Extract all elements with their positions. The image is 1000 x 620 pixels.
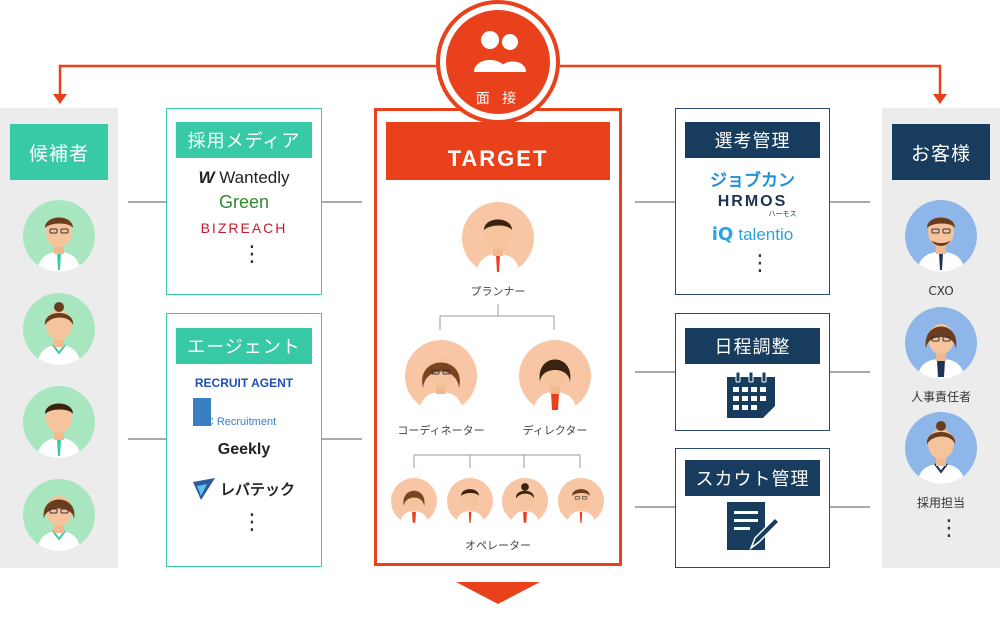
planner-label: プランナー	[470, 285, 526, 298]
interview-label: 面 接	[475, 91, 521, 107]
jobcan-logo: ジョブカン	[710, 171, 795, 191]
target-header: TARGET	[386, 122, 610, 180]
bottom-arrowhead	[456, 582, 540, 604]
green-logo: Green	[218, 192, 270, 212]
jac-puzzle-icon	[193, 398, 211, 426]
top-right-arrow	[560, 64, 942, 96]
cxo-avatar	[905, 200, 977, 272]
top-left-arrow	[58, 64, 440, 96]
top-left-arrowhead	[53, 94, 67, 104]
customers-more: ⋮	[938, 518, 960, 540]
cxo-label: CXO	[928, 284, 954, 298]
top-right-arrowhead	[933, 94, 947, 104]
bizreach-logo: BIZREACH	[200, 220, 288, 236]
talentio-logo: iQ talentio	[711, 224, 794, 245]
operator-avatar	[558, 478, 604, 524]
wantedly-w-icon: W	[198, 168, 215, 187]
hrmos-logo: HRMOS ハーモス	[717, 193, 797, 218]
geekly-logo: Geekly	[217, 441, 271, 458]
director-label: ディレクター	[522, 424, 588, 437]
schedule-title: 日程調整	[685, 328, 820, 364]
hr-manager-avatar	[905, 307, 977, 379]
people-icon	[474, 31, 526, 72]
candidate-avatar	[23, 293, 95, 365]
director-avatar	[519, 340, 591, 412]
media-title: 採用メディア	[176, 122, 312, 158]
levtech-logo: レバテック	[176, 478, 312, 502]
document-pen-icon	[727, 502, 779, 551]
calendar-icon	[727, 372, 775, 418]
jac-logo: JAC Recruitment	[193, 398, 303, 428]
agent-title: エージェント	[176, 328, 312, 364]
selection-more: ⋮	[749, 253, 771, 275]
candidate-avatar	[23, 479, 95, 551]
candidates-title: 候補者	[10, 124, 108, 180]
coordinator-avatar	[405, 340, 477, 412]
recruiter-avatar	[905, 412, 977, 484]
hr-manager-label: 人事責任者	[910, 390, 971, 404]
recruit-agent-logo: RECRUIT AGENT	[194, 376, 294, 390]
media-more: ⋮	[241, 244, 263, 266]
org-tree-lines	[413, 304, 581, 468]
candidate-avatar	[23, 386, 95, 458]
customers-title: お客様	[892, 124, 990, 180]
operator-avatar	[502, 478, 548, 524]
candidate-avatar	[23, 200, 95, 272]
target-brand-text: TARGET	[447, 146, 549, 171]
coordinator-label: コーディネーター	[397, 424, 485, 437]
wantedly-logo: W Wantedly	[198, 168, 290, 187]
operator-label: オペレーター	[465, 539, 531, 552]
operator-avatar	[447, 478, 493, 524]
selection-title: 選考管理	[685, 122, 820, 158]
planner-avatar	[462, 202, 534, 274]
levtech-mark-icon	[192, 478, 215, 500]
recruiter-label: 採用担当	[916, 496, 965, 510]
talentio-mark-icon: iQ	[711, 224, 734, 245]
agent-more: ⋮	[241, 512, 263, 534]
operator-avatar	[391, 478, 437, 524]
scout-title: スカウト管理	[685, 460, 820, 496]
